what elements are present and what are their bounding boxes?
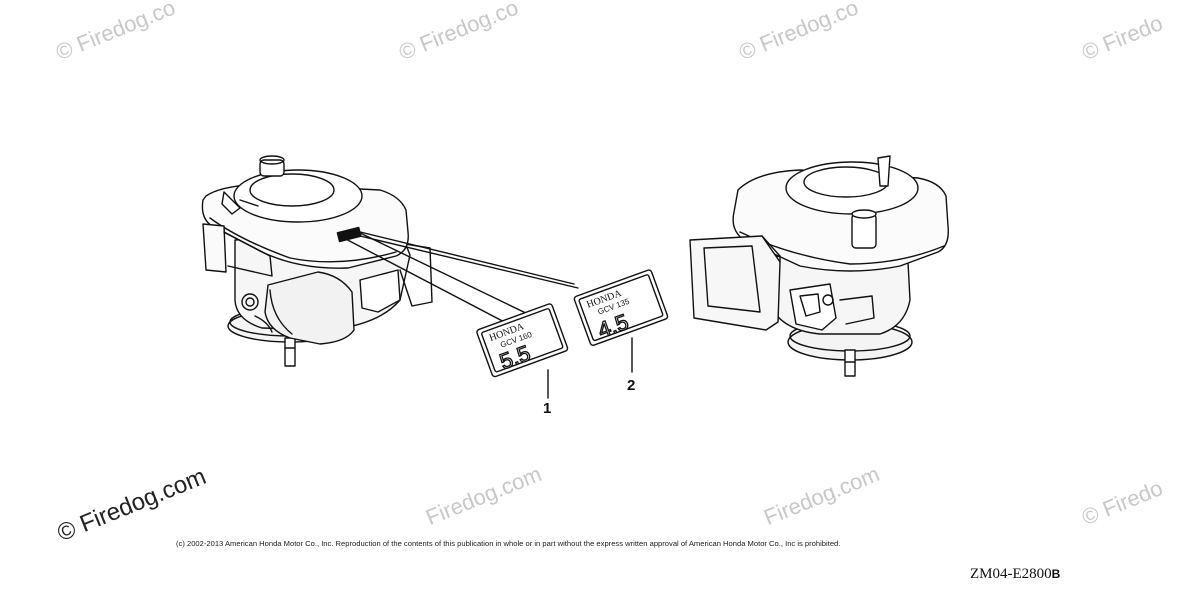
decal-label-2 [573,269,669,346]
decal-label-1 [476,303,569,378]
left-engine-illustration [201,155,433,367]
diagram-code-suffix: B [1051,567,1061,581]
diagram-code-main: ZM04-E2800 [970,566,1052,582]
callout-number-2[interactable]: 2 [627,377,636,394]
right-engine-illustration [689,155,949,377]
leader-lines [339,229,633,399]
diagram-code: ZM04-E2800B [970,566,1060,583]
copyright-notice: (c) 2002-2013 American Honda Motor Co., … [176,539,841,548]
callout-number-1[interactable]: 1 [543,400,552,417]
